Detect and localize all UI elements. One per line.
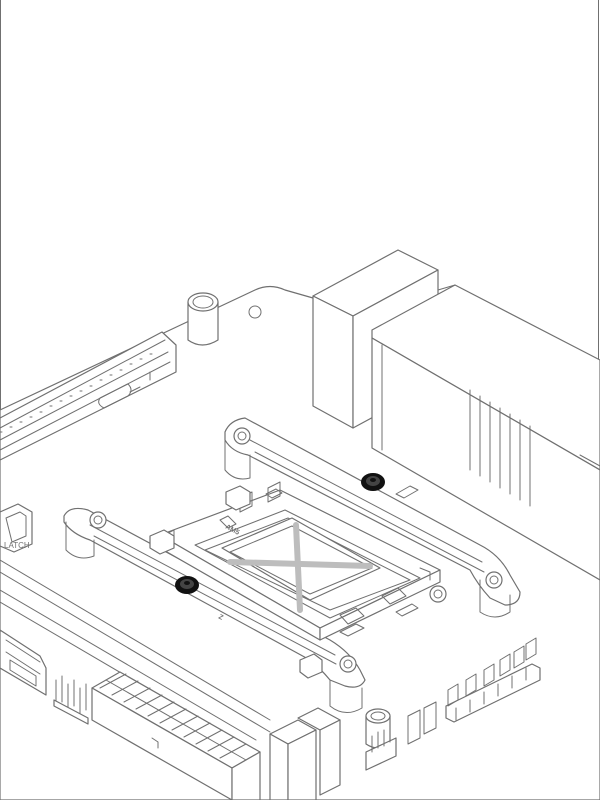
small-smd-rear	[265, 485, 419, 637]
standoff-screw-front	[175, 576, 199, 594]
capacitor	[187, 292, 219, 346]
socket-mark-label: Z	[217, 614, 225, 623]
pin-headers-left	[53, 675, 89, 725]
small-connector-block	[269, 707, 341, 800]
socket-tabs	[149, 485, 323, 679]
slot-mark-label: LATCH	[4, 541, 30, 550]
pcie-slot	[0, 331, 177, 461]
connector-left: LATCH	[0, 503, 33, 553]
atx-power-connector	[91, 671, 261, 800]
retention-bracket-rear	[224, 417, 521, 618]
sata-ports	[0, 629, 47, 696]
vrm-heatsink	[371, 284, 600, 581]
retention-bracket-front	[63, 507, 366, 713]
standoff-screw-rear	[361, 473, 385, 491]
pin-header-bottom	[365, 725, 397, 771]
cpu-alignment-cross	[227, 522, 373, 613]
fan-headers	[407, 637, 541, 745]
